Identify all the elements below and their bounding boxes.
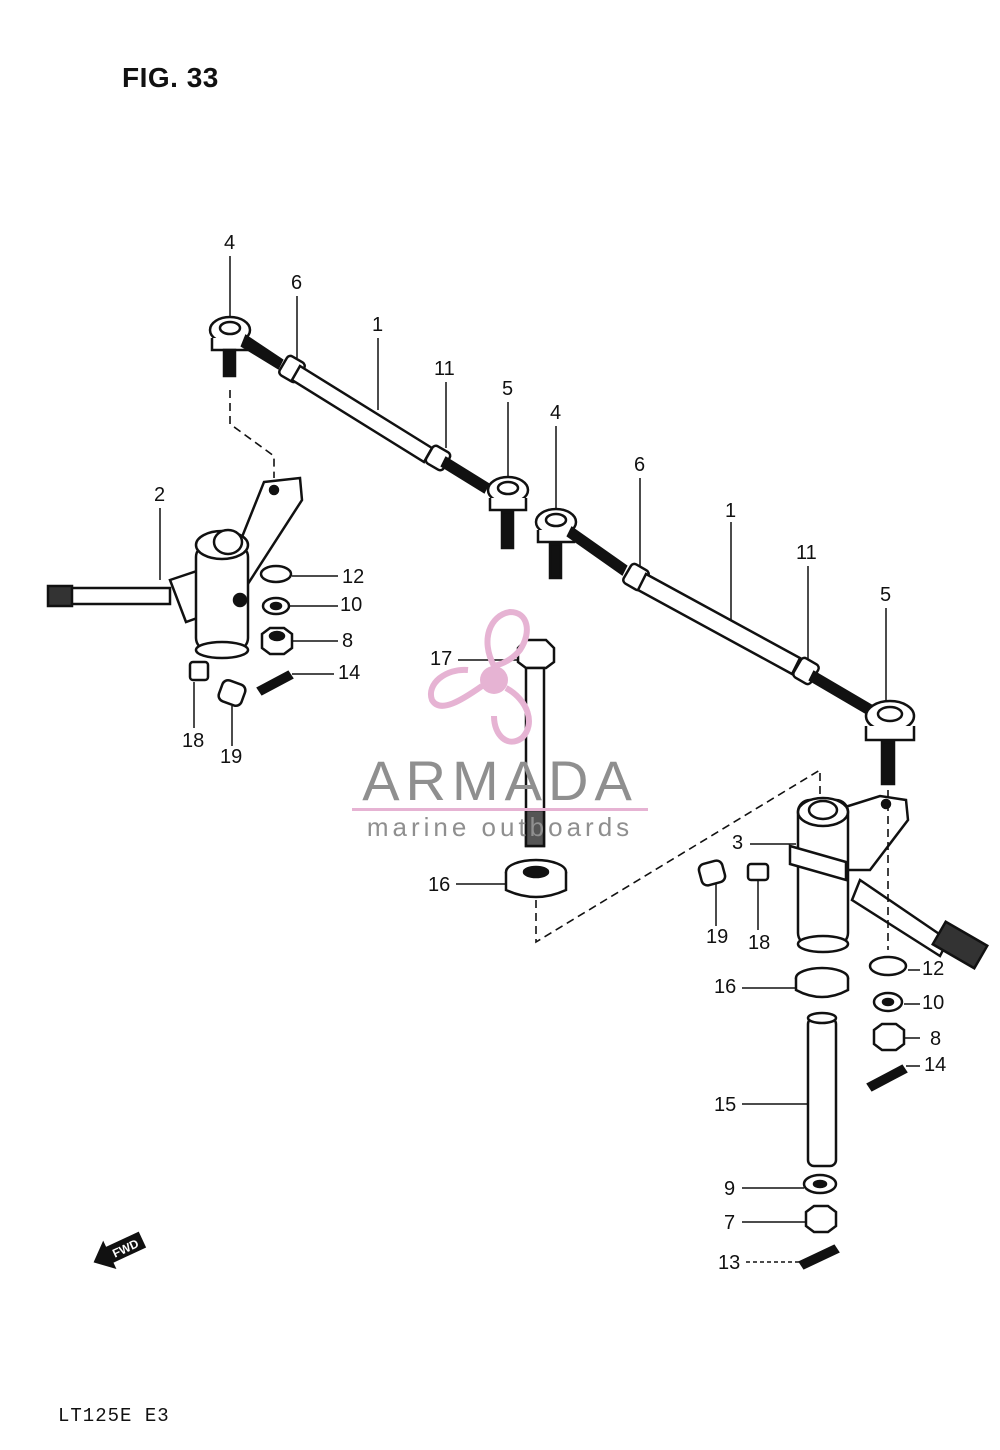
figure-title: FIG. 33 [122,62,219,93]
callout-3: 3 [732,832,744,854]
model-code: LT125E E3 [58,1405,170,1427]
callout-6-right: 6 [634,454,646,476]
nut-8b [872,1022,906,1052]
watermark-tagline: marine outboards [366,812,634,842]
callout-18-left: 18 [182,730,205,752]
callout-11-right: 11 [796,542,817,564]
callout-10-left: 10 [340,594,363,616]
tie-rod-end-5b [864,699,916,786]
callout-12-right: 12 [922,958,945,980]
callout-17: 17 [430,648,453,670]
knuckle-3-right [788,794,989,970]
callout-15: 15 [714,1094,737,1116]
callout-18-right: 18 [748,932,771,954]
washer-12a [259,564,293,584]
callout-13: 13 [718,1252,741,1274]
tie-rod-end-4a [208,315,284,378]
tie-rod-assembly-left [208,315,530,550]
callout-5-right: 5 [880,584,892,606]
callout-16-center: 16 [428,874,451,896]
callout-19-right: 19 [706,926,729,948]
right-hardware [697,859,908,1270]
tie-rod-assembly-right [534,507,916,786]
armada-propeller-logo [427,608,532,745]
tie-rod-end-4b [534,507,628,580]
watermark-divider [352,808,648,811]
cotter-pin-14a [256,670,294,696]
grease-nipple-18a [188,660,210,682]
knuckle-2-left [46,476,304,660]
cap-19b [697,859,727,887]
callout-1-right: 1 [725,500,737,522]
callout-19-left: 19 [220,746,243,768]
callout-1-left: 1 [372,314,384,336]
tie-rod-1a [290,364,434,464]
callout-8-left: 8 [342,630,354,652]
callout-10-right: 10 [922,992,945,1014]
cotter-pin-13 [798,1244,840,1270]
nut-7 [804,1204,838,1234]
callout-8-right: 8 [930,1028,942,1050]
leader-lines [159,256,920,1263]
left-hardware [188,564,294,708]
callout-16-right: 16 [714,976,737,998]
callout-4-right: 4 [550,402,562,424]
pivot-shaft-15 [806,1016,838,1168]
tie-rod-end-5a [486,475,530,550]
callout-14-right: 14 [924,1054,947,1076]
bolt-head-17 [516,638,556,670]
callout-11-left: 11 [434,358,455,380]
cap-19a [217,678,247,708]
assembly-lines [229,390,889,950]
callout-6-left: 6 [291,272,303,294]
callout-12-left: 12 [342,566,365,588]
callout-5-left: 5 [502,378,514,400]
callout-2: 2 [154,484,166,506]
callout-4-left: 4 [224,232,236,254]
callout-9: 9 [724,1178,736,1200]
watermark-brand: ARMADA [362,749,638,812]
callout-14-left: 14 [338,662,361,684]
tie-rod-1b [636,572,802,676]
grease-nipple-18b [746,862,770,882]
callout-7: 7 [724,1212,736,1234]
washer-12b [868,955,908,977]
cotter-pin-14b [866,1064,908,1092]
forward-direction-arrow: FWD [93,1231,147,1269]
